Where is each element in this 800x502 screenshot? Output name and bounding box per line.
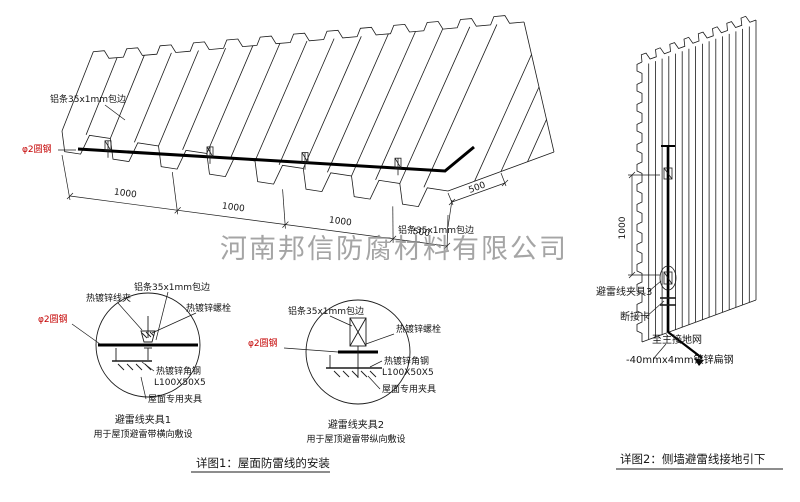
wall-leaders [645,280,667,359]
detail1-angle-steel-label: 热镀锌角钢 [156,365,201,377]
roof-profile-edges [61,15,525,208]
detail2-leaders [283,315,395,390]
wall-bottom-edge [641,299,757,343]
wall-dimension-lines [628,171,660,279]
roof-dimension-lines [61,154,509,251]
ground-arrowhead [694,358,704,366]
roof-round-steel-label: φ2圆钢 [22,143,52,155]
roof-leader-lines [58,104,453,228]
wall-profile-edges [636,15,757,342]
detail1-edge-strip-label: 铝条35x1mm包边 [134,281,210,293]
detail1-bolt-label: 热镀锌螺栓 [186,302,231,314]
detail1-circle [95,292,201,398]
roof-corrugation-ribs [85,24,547,188]
company-watermark: 河南邦信防腐材料有限公司 [220,234,568,265]
detail1-angle-size-label: L100X50X5 [154,378,206,388]
roof-dim-1000-a: 1000 [113,188,137,201]
detail2-edge-strip-label: 铝条35x1mm包边 [288,305,364,317]
detail-circle-2 [283,299,411,405]
roof-gable-edge [447,151,555,192]
detail2-angle-size-label: L100X50X5 [382,368,434,378]
wall-corrugation-ribs [648,26,750,340]
detail2-bolt-label: 热镀锌螺栓 [396,323,441,335]
detail2-title: 避雷线夹具2 [328,418,384,431]
detail-circle-1 [71,291,201,400]
detail2-round-steel-label: φ2圆钢 [248,337,278,349]
roof-dim-500: 500 [412,227,431,239]
ground-lead [667,331,703,359]
wall-disconnect-label: 断接卡 [620,310,650,323]
roof-left-edge [61,59,91,132]
detail1-title: 避雷线夹具1 [115,413,171,426]
roof-isometric-view [61,15,555,208]
roof-right-back-edge [523,21,555,153]
caption-detail2: 详图2：侧墙避雷线接地引下 [620,452,765,466]
wall-elevation-view [636,15,757,366]
lightning-wire [77,145,475,173]
roof-edge-strip-label-right: 铝条35x1mm包边 [398,224,474,236]
wall-dim-1000: 1000 [618,216,628,239]
detail1-subtitle: 用于屋顶避雷带横向敷设 [93,428,192,440]
roof-dim-1000-b: 1000 [221,202,245,215]
caption-underlines [191,468,783,473]
roof-edge-strip-label-top: 铝条35x1mm包边 [50,93,126,105]
wall-clamp3-label: 避雷线夹具3 [596,285,652,298]
wire-clamps [104,140,402,176]
clamp3-detail-circle [659,265,677,291]
detail1-leaders [71,291,197,400]
text-layer: 河南邦信防腐材料有限公司 铝条35x1mm包边 φ2圆钢 铝条35x1mm包边 … [22,93,765,470]
lightning-wire-line [77,145,475,173]
caption-detail1: 详图1：屋面防雷线的安装 [196,456,330,470]
roof-dim-1000-c: 1000 [328,216,352,229]
detail2-fixture-label: 屋面专用夹具 [382,383,436,395]
detail1-clamp-plate [140,330,156,343]
detail1-clamp-label: 热镀锌线夹 [86,292,131,304]
detail1-fixture-label: 屋面专用夹具 [148,393,202,405]
detail1-round-steel-label: φ2圆钢 [38,313,68,325]
wall-ground-label: 至主接地网 [652,333,702,346]
wall-flat-steel-label: -40mmx4mm镀锌扁钢 [626,353,734,366]
detail2-circle [305,299,411,405]
detail2-angle-steel-label: 热镀锌角钢 [384,355,429,367]
detail2-subtitle: 用于屋顶避雷带纵向敷设 [306,433,405,445]
